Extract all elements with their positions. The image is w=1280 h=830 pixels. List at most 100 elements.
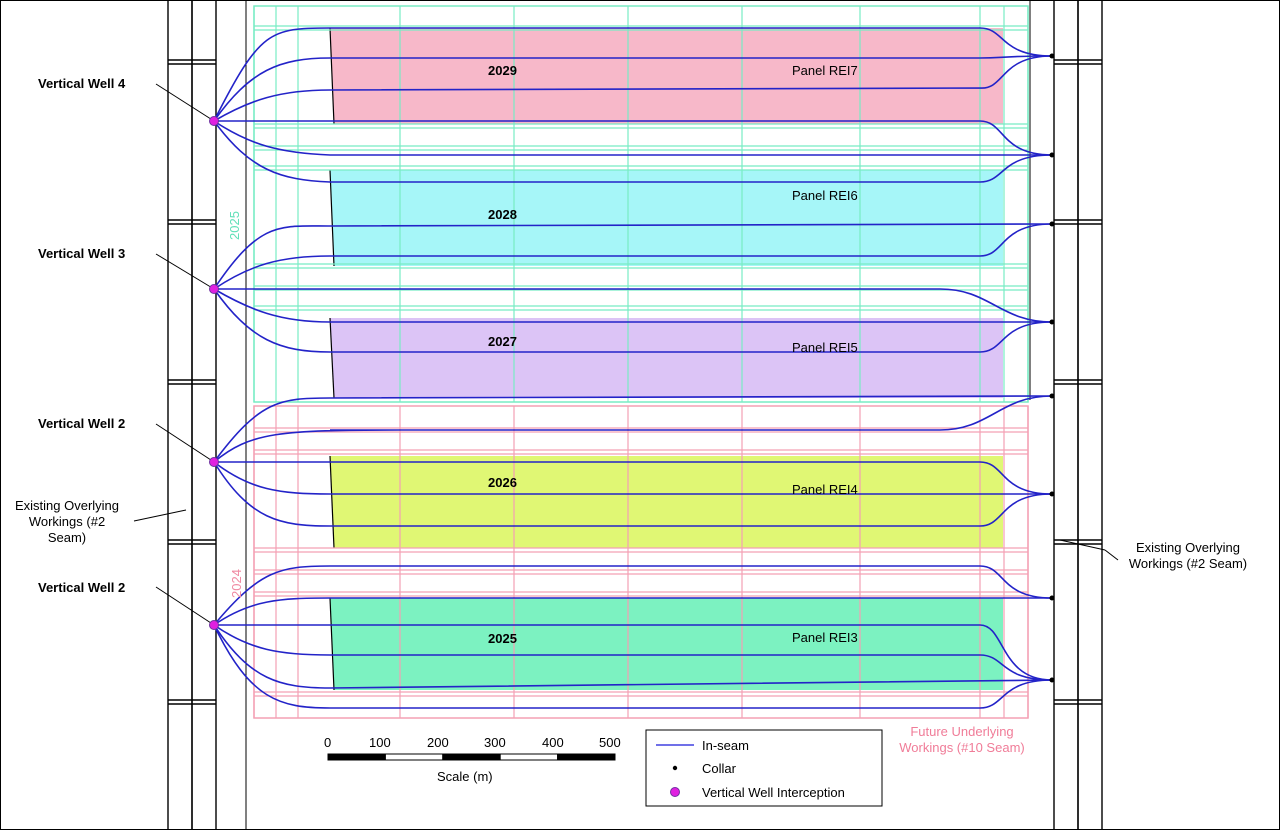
- well-label: Vertical Well 2: [38, 416, 126, 431]
- in-seam-borehole: [213, 624, 1053, 709]
- panel-label: Panel REI7: [792, 63, 858, 78]
- block-year-lower: 2024: [228, 569, 244, 598]
- well-label: Vertical Well 3: [38, 246, 126, 261]
- well-interception-markers: [209, 116, 219, 630]
- callout-leaders: [133, 83, 1119, 626]
- leader-line: [133, 509, 187, 522]
- well-label: Vertical Well 2: [38, 580, 126, 595]
- in-seam-borehole: [213, 27, 1053, 122]
- panel-fill: [330, 598, 1003, 690]
- in-seam-borehole: [213, 120, 1052, 156]
- in-seam-borehole: [213, 461, 1053, 527]
- scale-bar-segment: [384, 753, 444, 761]
- scale-bar: [327, 753, 616, 761]
- panel-label: Panel REI5: [792, 340, 858, 355]
- in-seam-borehole: [214, 624, 1053, 681]
- in-seam-borehole: [213, 395, 1053, 463]
- callout-existing-workings-right: Existing Overlying Workings (#2 Seam): [1128, 540, 1248, 571]
- panel-start-line: [329, 27, 335, 125]
- existing-workings-column: [1077, 0, 1103, 830]
- panel-start-line: [329, 169, 335, 267]
- scale-bar-segment: [499, 753, 559, 761]
- callout-existing-workings-left: Existing Overlying Workings (#2 Seam): [14, 498, 120, 545]
- in-seam-borehole: [214, 120, 1053, 156]
- in-seam-borehole: [213, 223, 1053, 290]
- in-seam-borehole: [213, 395, 1053, 463]
- well-interception-marker: [209, 457, 219, 467]
- legend-label-in-seam: In-seam: [702, 738, 749, 753]
- block-year-upper: 2025: [226, 211, 242, 240]
- collar-dot: [1049, 53, 1055, 59]
- in-seam-borehole: [213, 624, 1053, 689]
- collar-dot: [1049, 393, 1055, 399]
- panel-year: 2027: [488, 334, 517, 349]
- panel-start-line: [329, 597, 335, 691]
- leader-line: [1104, 549, 1119, 561]
- in-seam-borehole: [214, 288, 1053, 323]
- collar-dot: [1049, 319, 1055, 325]
- leader-line: [155, 83, 215, 122]
- panel-fill: [330, 28, 1003, 124]
- panel-label: Panel REI6: [792, 188, 858, 203]
- in-seam-borehole: [213, 461, 1052, 495]
- future-workings-grid-lower: [253, 405, 1029, 719]
- legend-well-marker: [670, 787, 680, 797]
- panel-year: 2029: [488, 63, 517, 78]
- panel-year: 2025: [488, 631, 517, 646]
- panel-label: Panel REI4: [792, 482, 858, 497]
- collar-dot: [1049, 677, 1055, 683]
- in-seam-borehole: [213, 120, 1053, 183]
- panel-fills: [329, 27, 1003, 691]
- collar-dot: [1049, 152, 1055, 158]
- leader-line: [155, 586, 215, 626]
- in-seam-borehole: [213, 288, 1052, 323]
- in-seam-borehole: [213, 223, 1053, 290]
- scale-tick-label: 0: [324, 735, 332, 750]
- legend-label-well-interception: Vertical Well Interception: [702, 785, 845, 800]
- in-seam-borehole: [213, 288, 1053, 353]
- scale-tick-label: 100: [369, 735, 391, 750]
- panel-year: 2026: [488, 475, 517, 490]
- scale-tick-label: 300: [484, 735, 506, 750]
- scale-title: Scale (m): [437, 769, 493, 784]
- leader-line: [1059, 539, 1106, 551]
- panel-label: Panel REI3: [792, 630, 858, 645]
- collar-markers: [1049, 53, 1055, 683]
- panel-fill: [330, 456, 1003, 548]
- in-seam-borehole: [213, 624, 1053, 681]
- scale-tick-label: 500: [599, 735, 621, 750]
- legend-graphics: [645, 729, 883, 807]
- collar-dot: [1049, 221, 1055, 227]
- collar-dot: [1049, 595, 1055, 601]
- future-workings-grid-upper: [253, 5, 1029, 403]
- scale-tick-label: 200: [427, 735, 449, 750]
- legend-label-collar: Collar: [702, 761, 736, 776]
- panel-start-line: [329, 317, 335, 399]
- existing-workings-column: [191, 0, 217, 830]
- in-seam-borehole: [213, 55, 1053, 122]
- scale-bar-segment: [327, 753, 386, 761]
- scale-bar-segment: [557, 753, 616, 761]
- collar-dot: [1049, 491, 1055, 497]
- existing-workings-right: [1029, 0, 1103, 830]
- in-seam-boreholes: [213, 27, 1053, 709]
- well-interception-marker: [209, 284, 219, 294]
- panel-fill: [330, 170, 1003, 266]
- well-interception-marker: [209, 620, 219, 630]
- panel-year: 2028: [488, 207, 517, 222]
- existing-workings-left: [167, 0, 247, 830]
- panel-start-line: [329, 455, 335, 549]
- in-seam-borehole: [214, 461, 1053, 495]
- leader-line: [155, 253, 215, 290]
- callout-future-underlying-workings: Future Underlying Workings (#10 Seam): [899, 724, 1025, 755]
- in-seam-borehole: [213, 597, 1052, 626]
- panel-fill: [330, 318, 1003, 398]
- well-interception-marker: [209, 116, 219, 126]
- in-seam-borehole: [213, 565, 1053, 626]
- well-label: Vertical Well 4: [38, 76, 126, 91]
- in-seam-borehole: [213, 55, 1053, 122]
- scale-tick-label: 400: [542, 735, 564, 750]
- leader-line: [155, 423, 215, 463]
- legend-frame: [645, 729, 883, 807]
